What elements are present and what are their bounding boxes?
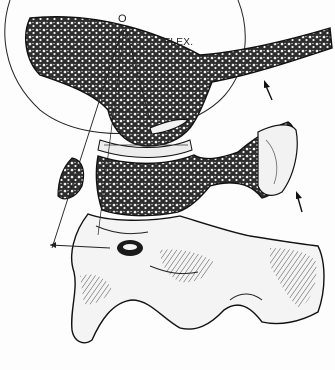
spinous-process-tip [258,125,297,195]
arrow-up-icon [296,191,302,212]
motion-label: FLEX. [164,38,193,48]
arrow-up-icon [264,80,272,100]
center-label: O [118,14,127,25]
anterior-fragment [58,158,84,199]
